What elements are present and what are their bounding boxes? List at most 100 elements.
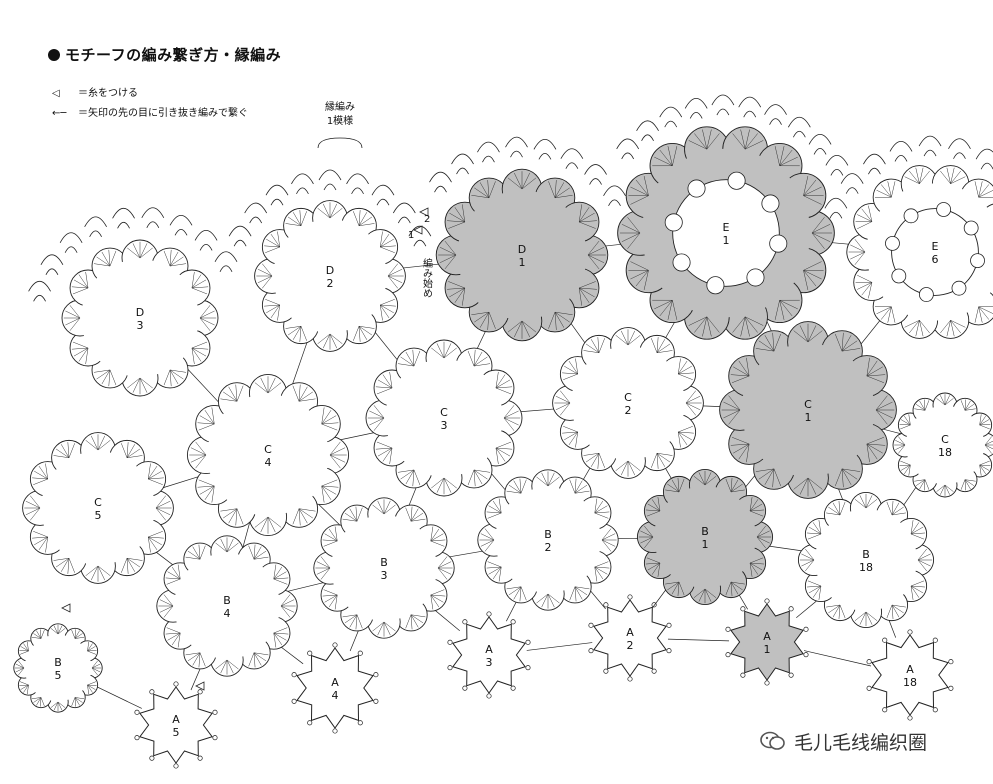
stitch-mark bbox=[704, 588, 712, 602]
stitch-mark bbox=[646, 510, 661, 517]
stitch-mark bbox=[807, 580, 822, 587]
stitch-mark bbox=[568, 360, 578, 375]
stitch-mark bbox=[685, 402, 701, 411]
stitch-mark bbox=[677, 477, 680, 492]
stitch-mark bbox=[835, 333, 843, 352]
stitch-mark bbox=[187, 652, 201, 662]
stitch-mark bbox=[656, 339, 666, 353]
stitch-mark bbox=[379, 231, 383, 248]
stitch-mark bbox=[298, 384, 301, 402]
stitch-mark bbox=[377, 500, 385, 515]
stitch-mark bbox=[299, 210, 302, 226]
picot bbox=[725, 652, 731, 658]
edging-scallop bbox=[233, 239, 247, 247]
stitch-mark bbox=[148, 536, 158, 551]
picot bbox=[603, 602, 609, 608]
stitch-mark bbox=[950, 176, 966, 184]
stitch-mark bbox=[492, 500, 502, 514]
stitch-mark bbox=[155, 507, 171, 516]
stitch-mark bbox=[507, 320, 523, 333]
stitch-mark bbox=[383, 621, 391, 636]
motif-number: 18 bbox=[859, 561, 873, 574]
motif-number: 4 bbox=[265, 456, 272, 469]
stitch-mark bbox=[495, 386, 513, 389]
stitch-mark bbox=[651, 562, 661, 575]
stitch-mark bbox=[911, 532, 926, 535]
stitch-mark bbox=[60, 558, 70, 572]
stitch-mark bbox=[964, 399, 967, 411]
stitch-mark bbox=[900, 460, 911, 466]
picot bbox=[173, 681, 179, 687]
stitch-mark bbox=[841, 335, 852, 352]
stitch-mark bbox=[772, 332, 775, 352]
stitch-mark bbox=[826, 604, 841, 608]
motif-b5: B5 bbox=[13, 623, 103, 713]
stitch-mark bbox=[96, 256, 111, 267]
stitch-mark bbox=[198, 544, 201, 560]
stitch-mark bbox=[273, 627, 288, 634]
stitch-mark bbox=[72, 287, 89, 295]
stitch-mark bbox=[382, 374, 393, 389]
stitch-mark bbox=[730, 582, 733, 597]
stitch-mark bbox=[818, 585, 822, 600]
stitch-mark bbox=[204, 410, 215, 425]
inner-ring bbox=[672, 179, 780, 287]
stitch-mark bbox=[730, 581, 745, 585]
stitch-mark bbox=[273, 577, 289, 580]
motif-number: 3 bbox=[441, 419, 448, 432]
inner-loop bbox=[885, 235, 900, 251]
motif-outline bbox=[593, 599, 667, 677]
stitch-mark bbox=[850, 251, 866, 260]
stitch-mark bbox=[109, 250, 117, 267]
stitch-mark bbox=[891, 500, 894, 515]
stitch-mark bbox=[23, 643, 29, 652]
picot bbox=[525, 639, 531, 645]
stitch-mark bbox=[321, 485, 332, 500]
picot bbox=[907, 715, 913, 721]
stitch-mark bbox=[400, 469, 415, 480]
stitch-mark bbox=[45, 463, 49, 480]
motif-letter: E bbox=[932, 240, 939, 253]
stitch-mark bbox=[944, 484, 954, 492]
stitch-mark bbox=[866, 374, 886, 377]
join-yarn-icon bbox=[61, 603, 71, 613]
stitch-mark bbox=[147, 463, 151, 480]
stitch-mark bbox=[857, 275, 873, 283]
stitch-mark bbox=[96, 369, 111, 380]
stitch-mark bbox=[866, 375, 885, 383]
motif-outline bbox=[452, 616, 526, 694]
stitch-mark bbox=[857, 221, 873, 229]
stitch-mark bbox=[745, 316, 764, 326]
picot bbox=[134, 735, 140, 741]
stitch-mark bbox=[808, 585, 822, 594]
stitch-mark bbox=[85, 440, 99, 451]
stitch-mark bbox=[376, 387, 393, 395]
motif-center bbox=[81, 259, 199, 377]
stitch-mark bbox=[267, 377, 276, 394]
edging-scallop bbox=[975, 148, 993, 160]
stitch-mark bbox=[355, 506, 358, 522]
legend-item-arrow-connect: ←─＝矢印の先の目に引き抜き編みで繋ぐ bbox=[52, 104, 248, 119]
stitch-mark bbox=[647, 562, 661, 571]
stitch-mark bbox=[740, 129, 746, 150]
stitch-mark bbox=[298, 508, 301, 526]
stitch-mark bbox=[513, 586, 522, 600]
stitch-mark bbox=[26, 641, 29, 652]
motif-c4: C4 bbox=[186, 373, 350, 537]
stitch-mark bbox=[280, 605, 295, 613]
stitch-mark bbox=[369, 417, 385, 426]
edging-annotation: 縁編み 1模様 編み始め 1 2 bbox=[317, 100, 433, 298]
edging-scallop bbox=[863, 153, 886, 165]
inner-loop bbox=[687, 179, 706, 198]
stitch-mark bbox=[964, 479, 975, 486]
stitch-mark bbox=[273, 578, 288, 585]
stitch-mark bbox=[755, 468, 775, 472]
stitch-mark bbox=[72, 341, 89, 349]
picot bbox=[788, 606, 794, 612]
stitch-mark bbox=[579, 221, 596, 229]
stitch-mark bbox=[264, 245, 280, 248]
stitch-mark bbox=[866, 443, 883, 454]
stitch-mark bbox=[548, 312, 556, 329]
stitch-mark bbox=[191, 279, 207, 289]
